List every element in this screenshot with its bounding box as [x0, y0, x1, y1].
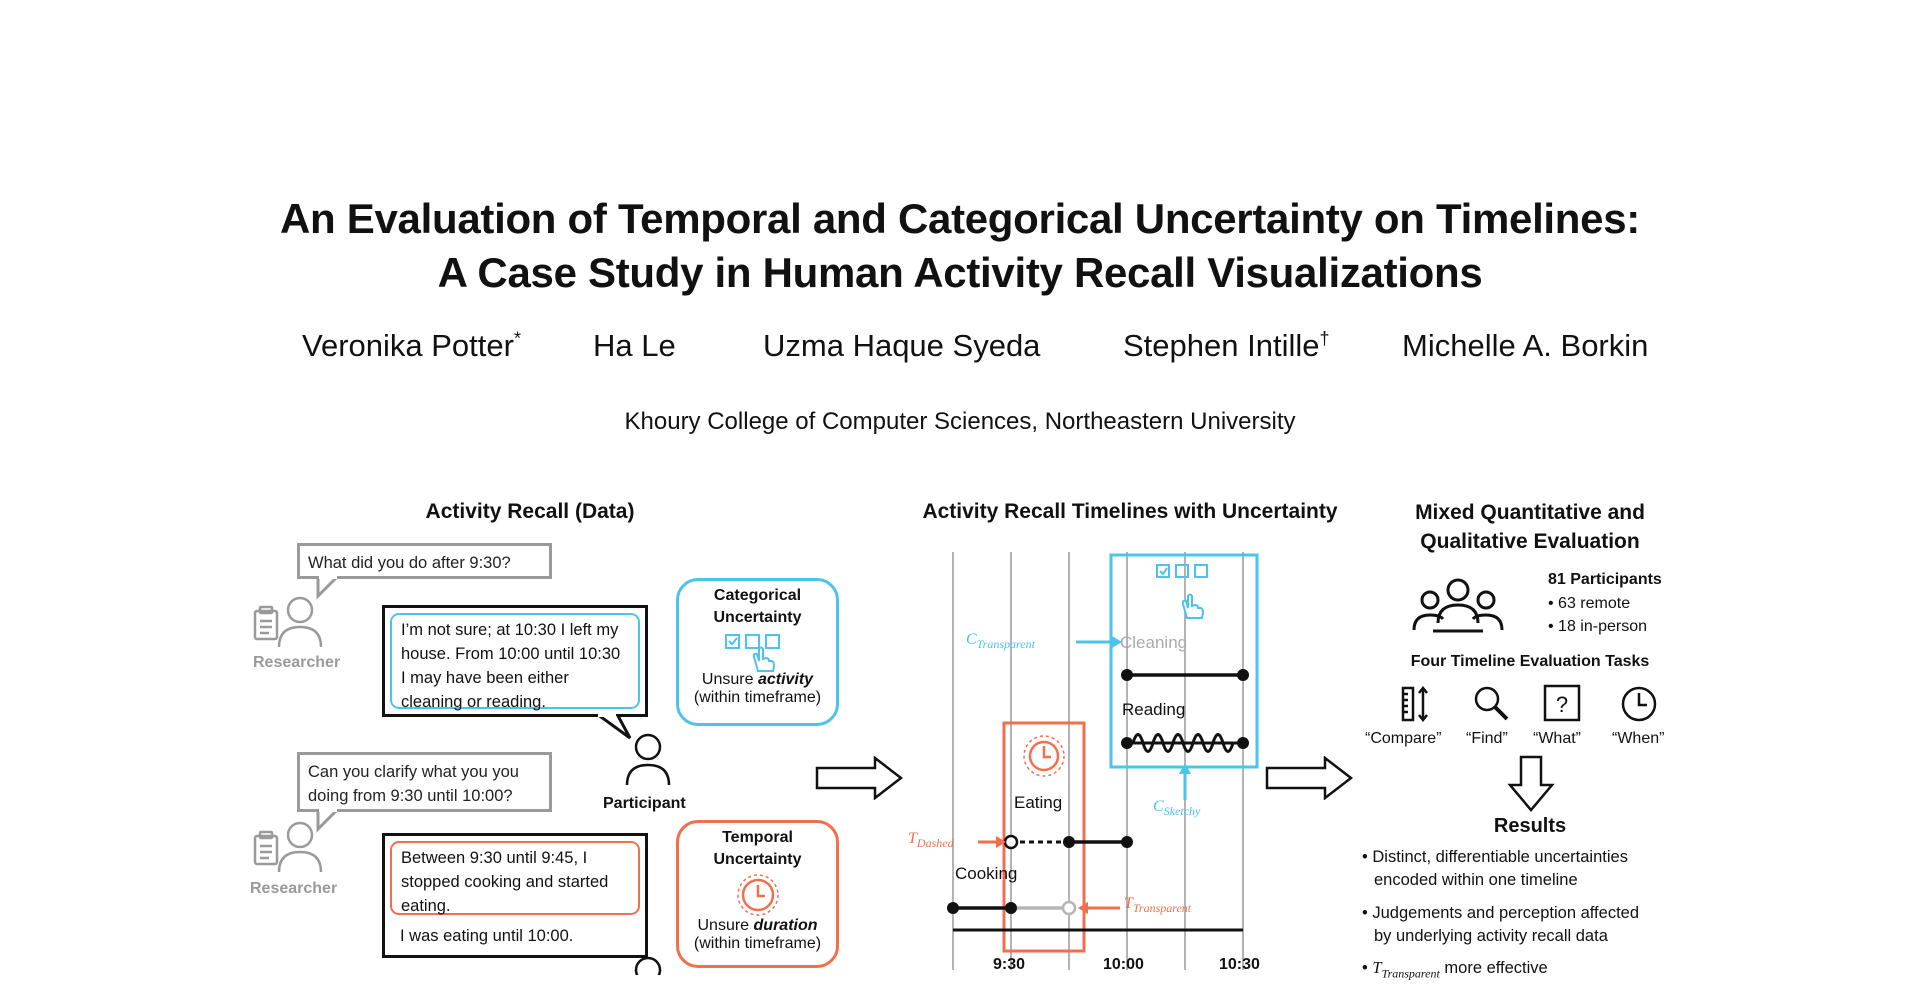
clock-icon [736, 874, 779, 916]
tasks-title: Four Timeline Evaluation Tasks [1410, 653, 1650, 670]
categorical-desc-2: (within timeframe) [693, 689, 822, 706]
checkbox-click-icon [724, 634, 780, 672]
svg-text:?: ? [1556, 692, 1568, 717]
researcher-icon [253, 596, 323, 648]
author-3: Uzma Haque Syeda [763, 328, 1041, 363]
answer-bubble-1: I’m not sure; at 10:30 I left my house. … [382, 605, 648, 717]
categorical-title: Categorical Uncertainty [713, 587, 802, 626]
results-title: Results [1493, 815, 1567, 837]
author-5: Michelle A. Borkin [1402, 328, 1649, 363]
gridlines [952, 552, 1244, 970]
author-4: Stephen Intille† [1123, 328, 1330, 363]
label-reading: Reading [1122, 700, 1186, 719]
researcher-label-2: Researcher [250, 880, 338, 897]
label-cooking: Cooking [955, 864, 1018, 883]
label-eating: Eating [1014, 793, 1063, 812]
right-panel-title: Mixed Quantitative and Qualitative Evalu… [1380, 498, 1680, 556]
label-cleaning: Cleaning [1120, 633, 1188, 652]
task-what: “What” [1533, 730, 1581, 747]
categorical-desc: Unsure activity [701, 671, 814, 688]
participant-icon [625, 733, 671, 786]
author-1: Veronika Potter* [302, 328, 521, 363]
temporal-highlight: Between 9:30 until 9:45, I stopped cooki… [390, 841, 640, 915]
question-bubble-1: What did you do after 9:30? [297, 543, 552, 579]
answer-2-line: I was eating until 10:00. [400, 927, 574, 945]
label-t-dashed: TDashed [908, 830, 954, 851]
result-3: • TTransparent more effective [1362, 958, 1548, 981]
timeline-chart [947, 552, 1259, 970]
temporal-uncertainty-region [1002, 721, 1086, 953]
temporal-desc: Unsure duration [697, 917, 818, 934]
answer-bubble-2: Between 9:30 until 9:45, I stopped cooki… [382, 833, 648, 958]
down-arrow [1507, 755, 1555, 812]
left-panel-title: Activity Recall (Data) [425, 500, 635, 523]
flow-arrow-2 [1265, 756, 1354, 800]
flow-arrow-1 [815, 756, 904, 800]
task-icons: ? [1401, 684, 1657, 723]
temporal-title: Temporal Uncertainty [713, 829, 802, 868]
temporal-desc-2: (within timeframe) [693, 935, 822, 952]
affiliation: Khoury College of Computer Sciences, Nor… [624, 408, 1296, 435]
right-title-line2: Qualitative Evaluation [1420, 530, 1640, 553]
task-when: “When” [1612, 730, 1665, 747]
categorical-uncertainty-region [1109, 553, 1259, 769]
participants-inperson: • 18 in-person [1548, 618, 1647, 635]
tick-930: 9:30 [993, 956, 1026, 973]
paper-title-line2: A Case Study in Human Activity Recall Vi… [437, 249, 1483, 296]
task-compare: “Compare” [1365, 730, 1442, 747]
categorical-highlight: I’m not sure; at 10:30 I left my house. … [390, 613, 640, 711]
author-2: Ha Le [593, 328, 676, 363]
label-c-transparent: CTransparent [966, 631, 1035, 652]
label-c-sketchy: CSketchy [1153, 798, 1201, 819]
middle-panel-title: Activity Recall Timelines with Uncertain… [922, 500, 1338, 523]
bubble-tail [595, 714, 632, 740]
participants-total: 81 Participants [1548, 571, 1662, 588]
group-people-icon [1412, 578, 1504, 633]
label-t-transparent: TTransparent [1124, 895, 1192, 916]
task-find: “Find” [1466, 730, 1508, 747]
tick-1000: 10:00 [1103, 956, 1144, 973]
question-bubble-2: Can you clarify what you you doing from … [297, 752, 552, 812]
researcher-icon-2 [253, 821, 323, 873]
categorical-uncertainty-box: Categorical Uncertainty Unsure activity … [676, 578, 839, 726]
bubble-tail [316, 809, 341, 833]
result-1: • Distinct, differentiable uncertainties… [1362, 848, 1628, 889]
result-2: • Judgements and perception affected by … [1362, 904, 1640, 945]
participants-remote: • 63 remote [1548, 595, 1631, 612]
right-title-line1: Mixed Quantitative and [1415, 501, 1645, 524]
left-panel-figures [253, 596, 671, 975]
tick-1030: 10:30 [1219, 956, 1260, 973]
bubble-tail [316, 576, 341, 600]
researcher-label-1: Researcher [253, 654, 341, 671]
temporal-uncertainty-box: Temporal Uncertainty Unsure duration (wi… [676, 820, 839, 968]
checkbox-click-icon-timeline [1156, 564, 1208, 619]
paper-title-line1: An Evaluation of Temporal and Categorica… [280, 195, 1640, 242]
participant-label: Participant [603, 795, 686, 812]
